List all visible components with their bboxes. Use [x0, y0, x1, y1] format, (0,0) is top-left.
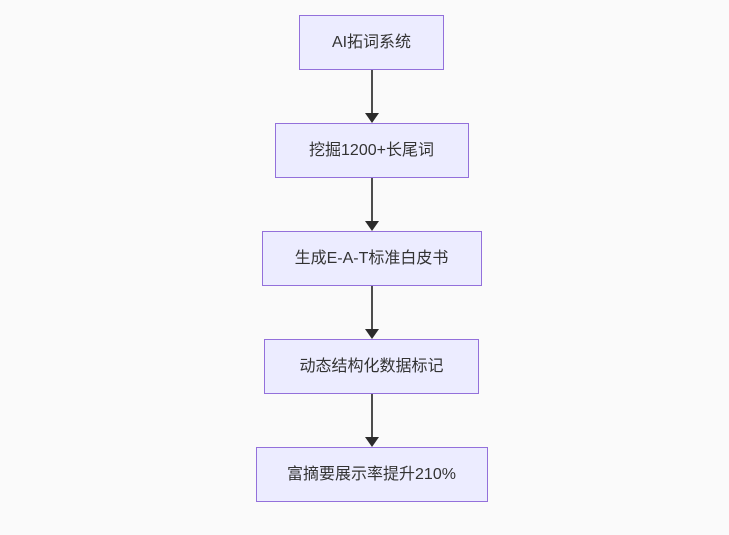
arrow-shaft — [370, 178, 373, 221]
flowchart-node-ai-keyword-system: AI拓词系统 — [299, 15, 444, 70]
flowchart-node-rich-snippet-result: 富摘要展示率提升210% — [255, 447, 488, 502]
arrow-down-icon — [364, 70, 379, 123]
arrow-shaft — [370, 286, 373, 329]
node-label: 生成E-A-T标准白皮书 — [294, 249, 449, 267]
arrowhead-icon — [364, 221, 379, 231]
node-label: AI拓词系统 — [331, 33, 412, 51]
flowchart-node-structured-data: 动态结构化数据标记 — [264, 339, 479, 394]
arrow-shaft — [370, 394, 373, 437]
flowchart-node-eat-whitepaper: 生成E-A-T标准白皮书 — [261, 231, 482, 286]
arrow-down-icon — [364, 286, 379, 339]
node-label: 富摘要展示率提升210% — [287, 465, 456, 483]
arrowhead-icon — [364, 113, 379, 123]
node-label: 挖掘1200+长尾词 — [309, 141, 434, 159]
flowchart-node-longtail-mining: 挖掘1200+长尾词 — [274, 123, 469, 178]
arrow-shaft — [370, 70, 373, 113]
arrow-down-icon — [364, 394, 379, 447]
flowchart-canvas: AI拓词系统 挖掘1200+长尾词 生成E-A-T标准白皮书 动态结构化数据标记… — [7, 0, 729, 535]
node-label: 动态结构化数据标记 — [299, 357, 444, 375]
arrowhead-icon — [364, 437, 379, 447]
arrow-down-icon — [364, 178, 379, 231]
arrowhead-icon — [364, 329, 379, 339]
